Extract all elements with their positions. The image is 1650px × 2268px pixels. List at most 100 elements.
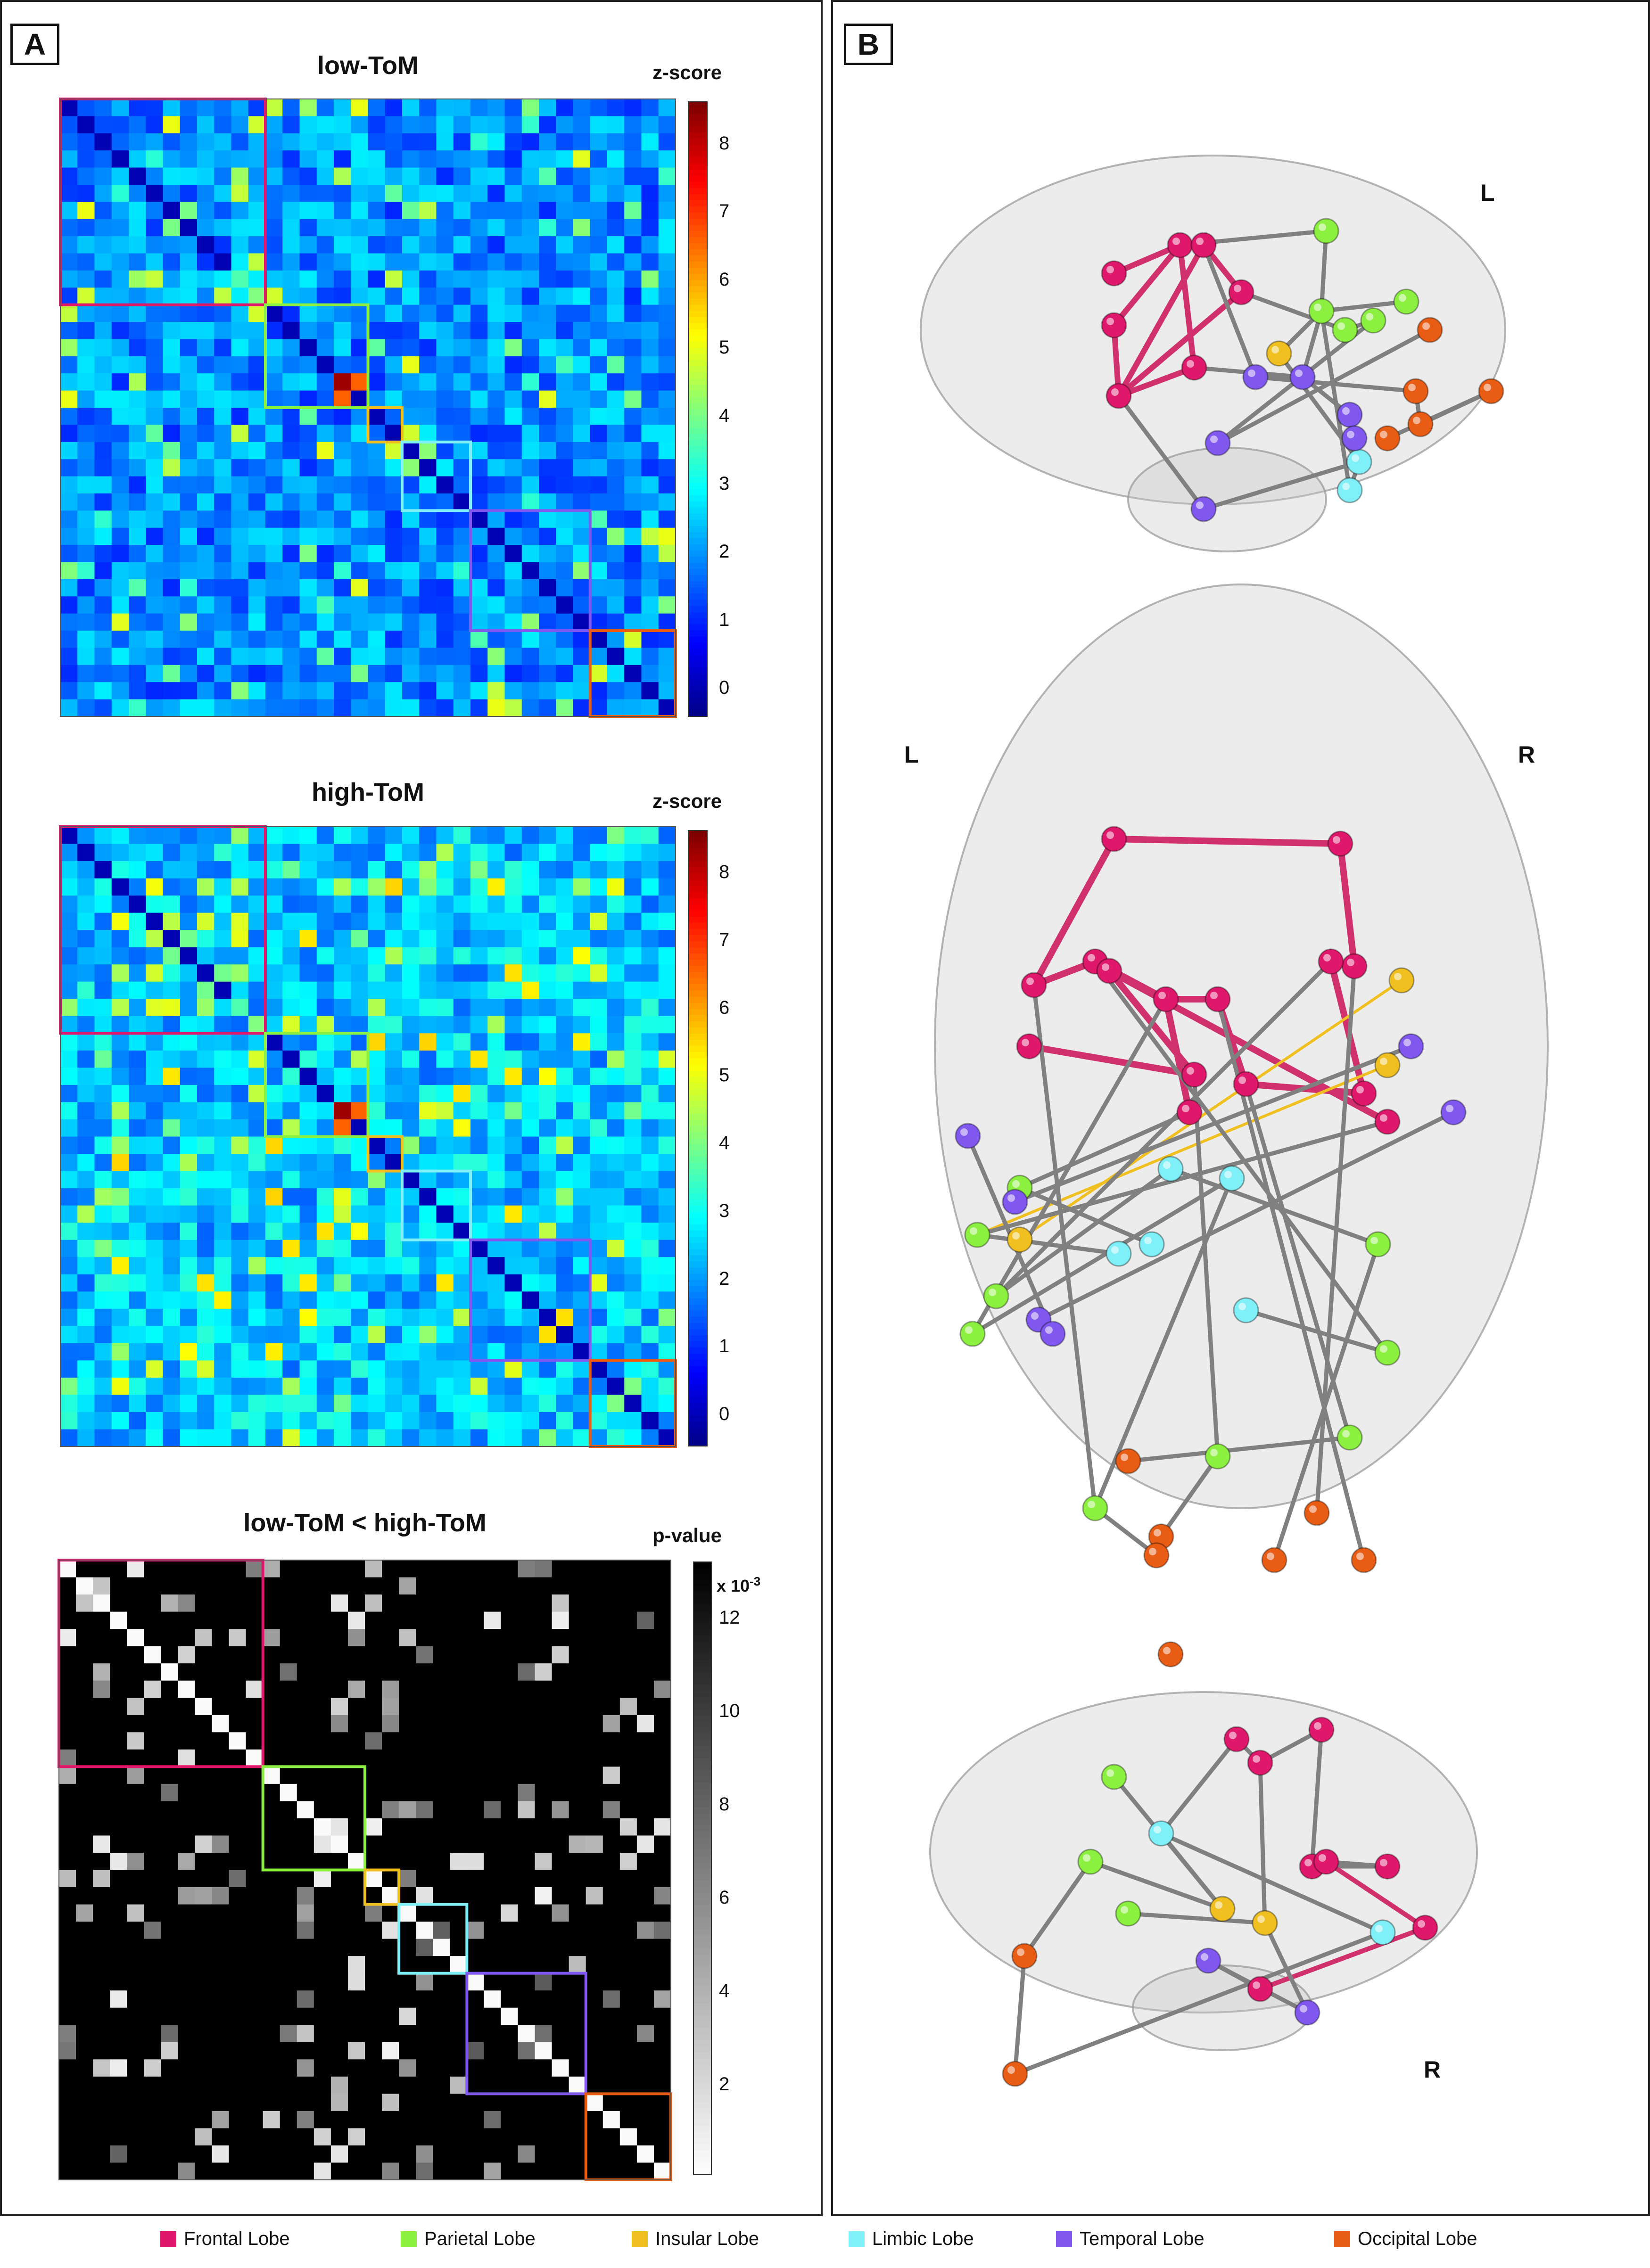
matrix-cell [60,682,78,700]
matrix-cell [299,964,317,982]
matrix-cell [231,1119,249,1137]
matrix-cell [539,1050,556,1068]
matrix-cell [111,99,129,116]
matrix-cell [416,1870,433,1888]
node-highlight [1158,992,1166,999]
matrix-cell [501,2025,519,2043]
matrix-cell [77,878,95,896]
matrix-cell [93,1594,110,1612]
matrix-cell [569,1835,586,1853]
colorbar-segment [693,2132,711,2138]
matrix-cell [552,1835,569,1853]
matrix-cell [316,930,334,948]
matrix-cell [402,373,420,391]
matrix-cell [129,631,146,649]
matrix-cell [539,930,556,948]
matrix-cell [94,493,112,511]
matrix-cell [129,390,146,408]
matrix-cell [94,1205,112,1223]
matrix-cell [467,2128,484,2146]
matrix-cell [76,1973,93,1991]
matrix-cell [602,1698,620,1716]
matrix-cell [76,2076,93,2094]
matrix-cell [641,339,659,357]
matrix-cell [433,1939,450,1956]
colorbar-segment [688,837,707,844]
colorbar-segment [688,630,707,637]
matrix-cell [518,1835,536,1853]
matrix-cell [416,1956,433,1974]
colorbar-segment [688,1403,707,1410]
matrix-cell [501,1904,519,1922]
matrix-cell [77,1188,95,1206]
matrix-cell [607,1360,625,1378]
matrix-cell [368,1291,386,1309]
matrix-cell [539,631,556,649]
matrix-cell [518,1939,536,1956]
matrix-cell [453,510,471,528]
matrix-cell [419,1188,437,1206]
matrix-cell [402,184,420,202]
matrix-cell [214,1154,232,1172]
matrix-cell [641,322,659,340]
matrix-cell [436,288,454,305]
matrix-cell [110,1680,127,1698]
matrix-cell [163,896,181,913]
matrix-cell [636,2076,654,2094]
matrix-cell [624,579,642,597]
matrix-cell [590,116,608,134]
lobe-block-outline [264,303,370,409]
matrix-cell [330,1870,348,1888]
matrix-cell [419,459,437,477]
matrix-cell [282,1377,300,1396]
matrix-cell [248,682,266,700]
matrix-cell [334,1205,351,1223]
matrix-cell [607,665,625,682]
node-highlight [1238,1076,1246,1084]
matrix-cell [539,1412,556,1430]
colorbar-tick-label: 7 [719,929,730,950]
colorbar-segment [688,1292,707,1299]
matrix-cell [76,1870,93,1888]
matrix-cell [280,2111,297,2129]
matrix-cell [214,493,232,511]
matrix-cell [590,442,608,460]
matrix-cell [419,896,437,913]
matrix-cell [402,912,420,930]
matrix-cell [368,1360,386,1378]
matrix-cell [93,1922,110,1939]
matrix-cell [521,1033,539,1051]
brain-network-sagittal-right [929,1691,1478,2087]
matrix-cell [365,1594,382,1612]
matrix-cell [129,1257,146,1275]
matrix-cell [556,896,574,913]
matrix-cell [59,2076,76,2094]
matrix-cell [368,270,386,288]
matrix-cell [385,133,403,151]
colorbar-border [693,1561,712,2175]
matrix-cell [521,116,539,134]
matrix-cell [265,527,283,545]
colorbar-segment [688,372,707,379]
matrix-cell [619,1680,637,1698]
matrix-cell [521,1257,539,1275]
matrix-cell [470,1119,488,1137]
matrix-cell [504,1326,522,1344]
matrix-cell [334,665,351,682]
matrix-cell [382,1887,399,1905]
matrix-cell [265,133,283,151]
matrix-cell [607,442,625,460]
matrix-cell [590,1171,608,1189]
matrix-cell [334,545,351,563]
matrix-cell [280,1887,297,1905]
colorbar-tick-label: 8 [719,862,730,882]
matrix-cell [653,1680,671,1698]
matrix-cell [641,1102,659,1120]
matrix-cell [180,1102,198,1120]
matrix-cell [212,1818,230,1836]
colorbar-segment [693,1593,711,1599]
sagittal-right-hemisphere-label: R [1424,2056,1441,2083]
colorbar-segment [688,1433,707,1440]
matrix-cell [163,1377,181,1396]
colorbar-segment [693,1905,711,1912]
